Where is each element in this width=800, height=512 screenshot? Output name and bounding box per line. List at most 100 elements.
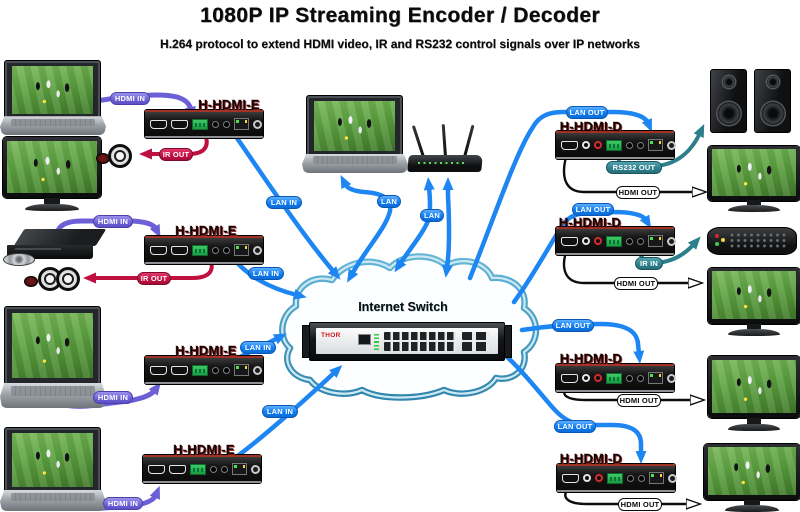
rs232-terminal <box>606 372 622 384</box>
bluray-player <box>3 224 107 268</box>
encoder-2-label: H-HDMI-E <box>175 223 237 238</box>
router-leds <box>418 161 466 164</box>
rs232-terminal <box>192 364 208 376</box>
lan-out-label-1: LAN OUT <box>566 106 608 119</box>
ir-jack <box>637 237 644 245</box>
hdmi-port <box>561 140 578 150</box>
hdmi-out-label-3: HDMI OUT <box>617 394 661 407</box>
hdmi-port <box>150 245 167 255</box>
rs232-terminal <box>606 139 622 151</box>
hdmi-in-label-1: HDMI IN <box>110 92 150 105</box>
page-subtitle: H.264 protocol to extend HDMI video, IR … <box>160 37 640 51</box>
ir-out-label-1: IR OUT <box>159 148 193 161</box>
tv-right-1 <box>708 146 800 212</box>
remote-buttons <box>730 233 788 249</box>
rs232-terminal <box>607 472 623 484</box>
lan-port <box>648 372 663 384</box>
lan-port <box>648 235 663 247</box>
tv-screen <box>712 149 796 196</box>
disc-tray <box>3 253 35 266</box>
power-port <box>253 365 262 375</box>
audio-out-right <box>594 374 602 382</box>
switch-port-bank-right <box>462 331 489 351</box>
cloud-label: Internet Switch <box>358 300 448 314</box>
laptop-keyboard <box>0 490 106 511</box>
video-thumbnail <box>11 433 94 487</box>
speakers <box>710 69 791 133</box>
ir-jack <box>223 246 230 254</box>
switch-port-bank <box>384 331 456 351</box>
ir-jack <box>223 120 230 128</box>
source-laptop-1 <box>0 60 106 135</box>
tv-bezel <box>3 137 101 199</box>
lan-in-label-1: LAN IN <box>266 196 302 209</box>
laptop-keyboard <box>302 153 408 173</box>
speaker-right <box>754 69 791 133</box>
hdmi-in-label-3: HDMI IN <box>93 391 133 404</box>
decoder-4 <box>557 464 677 492</box>
ir-jack <box>637 141 644 149</box>
hdmi-out-label-1: HDMI OUT <box>616 186 660 199</box>
ir-jack <box>626 374 633 382</box>
tv-screen <box>708 447 796 496</box>
encoder-3 <box>145 356 263 384</box>
ir-out-label-2: IR OUT <box>137 272 171 285</box>
tv-screen <box>7 140 97 193</box>
hdmi-port <box>171 119 188 129</box>
power-port <box>253 119 262 129</box>
hdmi-out-label-4: HDMI OUT <box>618 498 662 511</box>
ir-jack <box>212 246 219 254</box>
encoder-4 <box>143 455 261 483</box>
antenna <box>441 123 447 158</box>
lan-label-2: LAN <box>420 209 444 222</box>
encoder-1 <box>145 110 263 138</box>
encoder-4-label: H-HDMI-E <box>173 442 235 457</box>
source-laptop-3 <box>0 427 106 511</box>
ir-jack <box>212 366 219 374</box>
encoder-1-label: H-HDMI-E <box>198 97 260 112</box>
lan-in-label-2: LAN IN <box>248 267 284 280</box>
decoder-3 <box>556 364 676 392</box>
lan-out-label-3: LAN OUT <box>552 319 594 332</box>
switch-leds <box>374 332 379 350</box>
lan-port <box>234 244 249 256</box>
hdmi-out-line-4 <box>564 488 688 504</box>
lan-out-label-4: LAN OUT <box>554 420 596 433</box>
audio-out-left <box>582 374 590 382</box>
ir-emitter-2 <box>22 264 82 296</box>
ir-jack <box>638 474 645 482</box>
center-laptop <box>302 95 408 173</box>
hdmi-port <box>562 473 579 483</box>
laptop-screen <box>4 60 101 120</box>
decoder-2-label: H-HDMI-D <box>558 215 622 230</box>
lan-out-line-2 <box>511 209 652 305</box>
audio-out-right <box>594 237 602 245</box>
laptop-screen <box>4 306 101 387</box>
tv-bezel <box>708 268 800 325</box>
laptop-screen <box>4 427 101 494</box>
lan-line-router-1 <box>394 177 435 273</box>
ir-out-line-2 <box>83 259 214 284</box>
laptop-keyboard <box>0 116 106 135</box>
ir-jack <box>221 465 228 473</box>
power-port <box>253 245 262 255</box>
lan-label-1: LAN <box>377 195 401 208</box>
ir-jack <box>223 366 230 374</box>
power-port <box>667 140 676 150</box>
hdmi-port <box>150 365 167 375</box>
audio-out-left <box>582 141 590 149</box>
tv-left-1 <box>3 137 101 211</box>
ir-jack <box>627 474 634 482</box>
ir-emitter-1 <box>95 142 137 172</box>
video-thumbnail <box>11 65 94 114</box>
audio-out-right <box>595 474 603 482</box>
remote-control <box>707 227 797 255</box>
rs232-terminal <box>192 118 208 130</box>
speaker-left <box>710 69 747 133</box>
ir-jack <box>212 120 219 128</box>
hdmi-port <box>171 365 188 375</box>
audio-out-left <box>582 237 590 245</box>
tv-bezel <box>708 146 800 201</box>
encoder-2 <box>145 236 263 264</box>
